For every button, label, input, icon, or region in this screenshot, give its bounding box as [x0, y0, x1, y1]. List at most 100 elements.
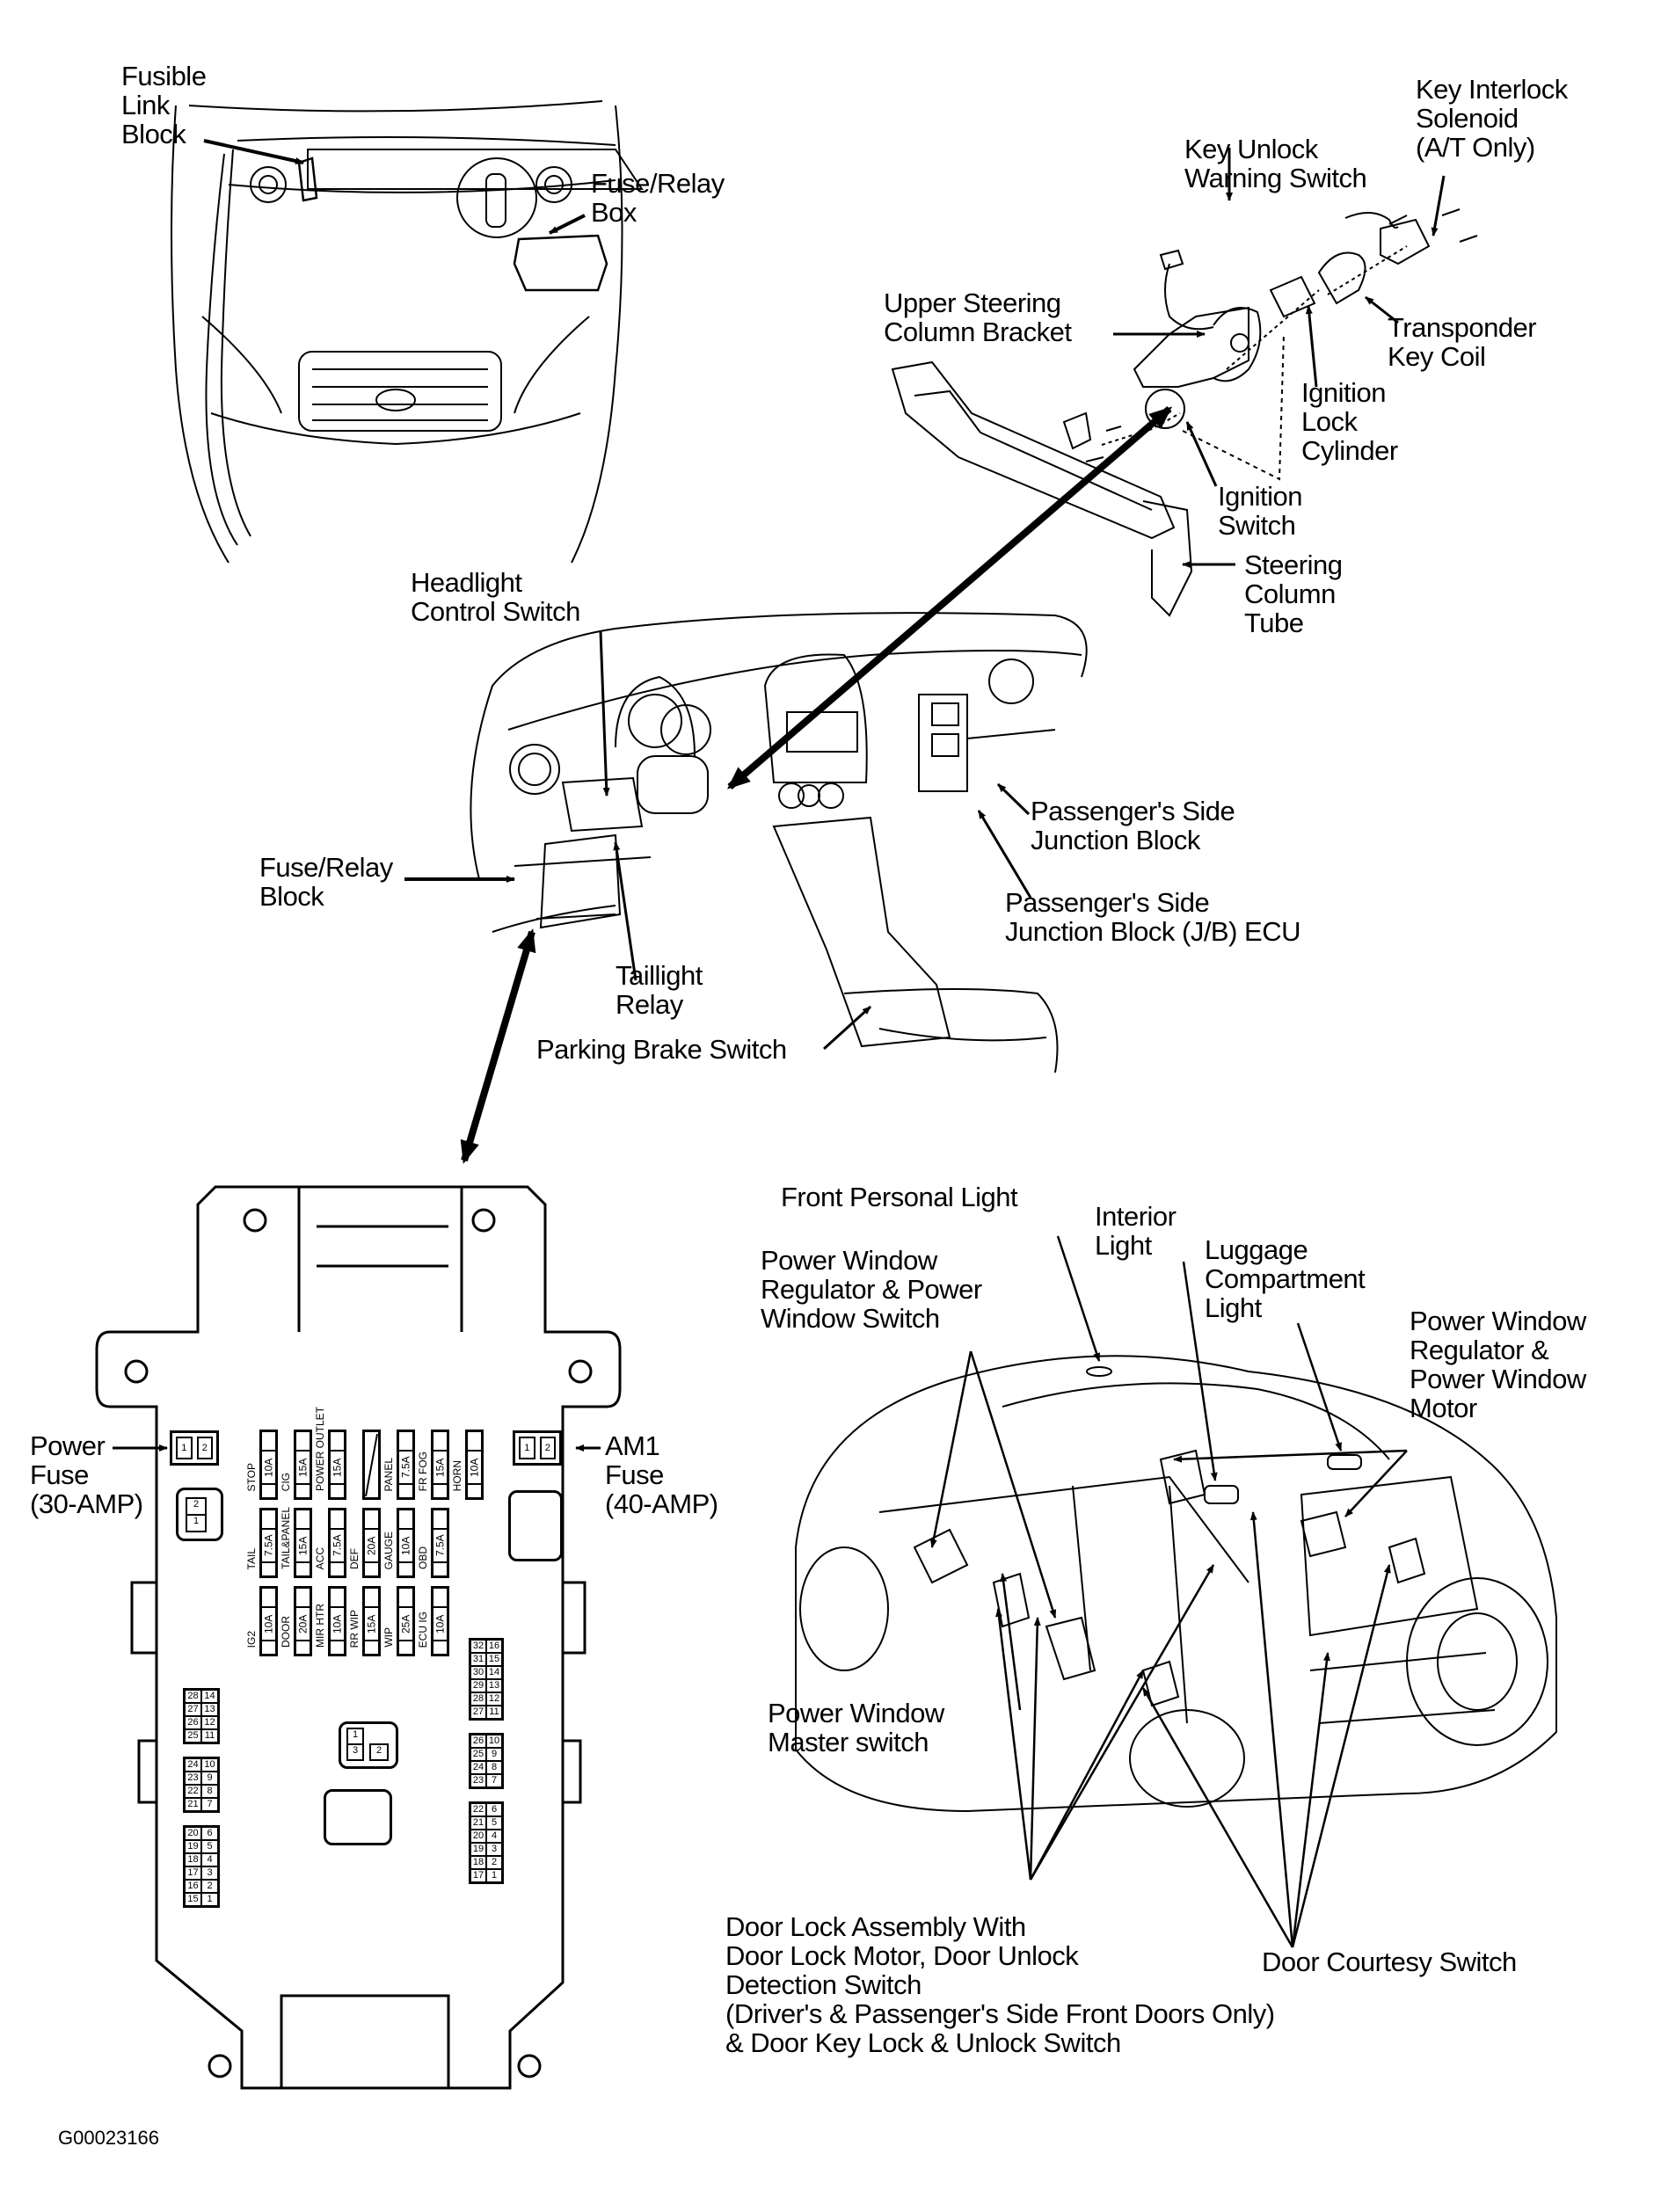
dashboard-illustration	[470, 612, 1088, 1073]
luggage-compartment-light-label: Luggage Compartment Light	[1205, 1234, 1366, 1323]
fuse-rating: 10A	[259, 1606, 278, 1641]
fuse-name: PANEL	[382, 1457, 395, 1491]
connector-pin: 6	[201, 1827, 218, 1840]
center-relay: 1 3 2	[339, 1721, 398, 1769]
fuse-body: 7.5A	[328, 1508, 346, 1578]
fuse-rating: 10A	[259, 1450, 278, 1485]
fuse-rating: 7.5A	[397, 1450, 415, 1485]
connector-pin: 8	[486, 1761, 502, 1774]
fuse-body: 7.5A	[431, 1508, 449, 1578]
parking-brake-switch-leader	[822, 1005, 872, 1051]
fuse-body: 10A	[259, 1430, 278, 1500]
upper-steering-column-bracket-label: Upper Steering Column Bracket	[884, 287, 1072, 347]
connector-pin: 27	[470, 1706, 486, 1719]
passenger-side-junction-block-label: Passenger's Side Junction Block	[1031, 796, 1235, 855]
headlight-control-switch-label: Headlight Control Switch	[411, 567, 580, 627]
connector-pin: 9	[201, 1772, 218, 1785]
fuse-relay-box-label: Fuse/Relay Box	[591, 168, 725, 228]
passenger-side-jb-ecu-label: Passenger's Side Junction Block (J/B) EC…	[1005, 887, 1301, 947]
connector-pin: 30	[470, 1666, 486, 1679]
fuse-rating: 10A	[431, 1606, 449, 1641]
power-window-regulator-motor-label: Power Window Regulator & Power Window Mo…	[1410, 1306, 1586, 1423]
fuse-rating: 15A	[294, 1450, 312, 1485]
connector-pin: 14	[201, 1690, 218, 1703]
relay-pin: 2	[369, 1743, 389, 1761]
fuse-rating: 10A	[328, 1606, 346, 1641]
fuse-body	[362, 1430, 381, 1500]
connector-pin: 12	[486, 1692, 502, 1706]
fuse-relay-block-outline	[95, 1185, 622, 2090]
connector-pin: 4	[201, 1853, 218, 1866]
relay-pin: 3	[346, 1743, 364, 1761]
power-fuse-relay: 1 2	[170, 1430, 219, 1466]
fuse-relay-box-leader	[549, 214, 586, 235]
connector-pin: 22	[185, 1785, 201, 1798]
fuse-rating: 7.5A	[328, 1528, 346, 1563]
fuse-name: HORN	[451, 1459, 463, 1491]
connector-pin: 6	[486, 1803, 502, 1816]
fuse-name: RR WIP	[348, 1609, 361, 1648]
fuse-rating: 10A	[397, 1528, 415, 1563]
fuse-name: DEF	[348, 1548, 361, 1569]
fuse-body: 10A	[259, 1586, 278, 1656]
relay-pin: 1	[176, 1437, 193, 1459]
connector-pin: 23	[185, 1772, 201, 1785]
connector-pin: 11	[486, 1706, 502, 1719]
fusible-link-block-label: Fusible Link Block	[121, 61, 207, 149]
connector-pin: 27	[185, 1703, 201, 1716]
connector-pin: 26	[185, 1716, 201, 1729]
connector-pin: 17	[470, 1869, 486, 1882]
empty-slot-slash	[365, 1433, 378, 1497]
fuse-name: TAIL	[245, 1547, 258, 1569]
connector-pin: 16	[185, 1880, 201, 1893]
connector-pin: 13	[486, 1679, 502, 1692]
fusible-link-block-leader	[203, 139, 304, 164]
fuse-body: 10A	[431, 1586, 449, 1656]
ignition-switch-leader	[1185, 421, 1218, 487]
connector-pin: 17	[185, 1866, 201, 1880]
transponder-key-coil-leader	[1365, 295, 1399, 324]
steering-column-callout-arrow	[726, 405, 1173, 790]
fuse-body: 7.5A	[259, 1508, 278, 1578]
fuse-name: STOP	[245, 1462, 258, 1491]
fuse-body: 20A	[294, 1586, 312, 1656]
fuse-name: MIR HTR	[314, 1604, 326, 1648]
fuse-name: GAUGE	[382, 1531, 395, 1569]
headlight-switch-leader	[599, 630, 610, 797]
power-window-master-switch-label: Power Window Master switch	[768, 1698, 944, 1757]
engine-bay-illustration	[171, 100, 644, 564]
fuse-rating: 25A	[397, 1606, 415, 1641]
fuse-name: WIP	[382, 1627, 395, 1648]
am1-fuse-label: AM1 Fuse (40-AMP)	[605, 1430, 718, 1519]
connector-pin: 1	[486, 1869, 502, 1882]
key-interlock-solenoid-leader	[1431, 175, 1446, 236]
fuse-name: IG2	[245, 1630, 258, 1648]
connector-pin: 22	[470, 1803, 486, 1816]
fuse-rating: 7.5A	[259, 1528, 278, 1563]
fuse-body: 15A	[328, 1430, 346, 1500]
connector-pin: 32	[470, 1640, 486, 1653]
connector-pin: 24	[185, 1758, 201, 1772]
fuse-rating: 20A	[362, 1528, 381, 1563]
fuse-name: DOOR	[280, 1616, 292, 1648]
connector-pin: 15	[486, 1653, 502, 1666]
connector-pin: 14	[486, 1666, 502, 1679]
fuse-name: OBD	[417, 1546, 429, 1569]
